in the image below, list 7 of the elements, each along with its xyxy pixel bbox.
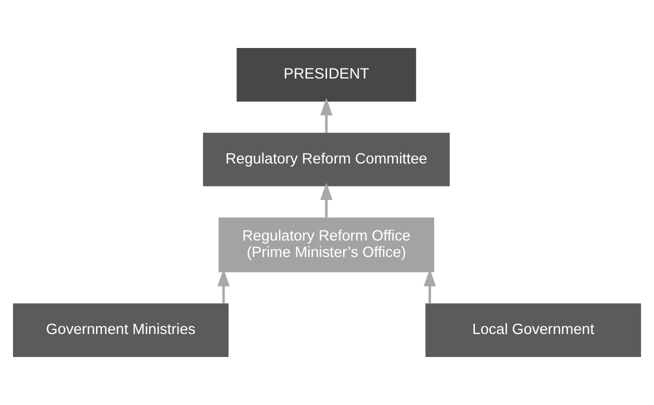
node-box: Local Government	[425, 303, 642, 358]
node-box: Government Ministries	[12, 303, 229, 358]
arrow	[320, 182, 332, 218]
arrow	[320, 98, 332, 133]
node-box: Regulatory Reform Office (Prime Minister’s Office)	[218, 217, 434, 272]
node-box: Regulatory Reform Committee	[203, 132, 450, 186]
node-box: PRESIDENT	[236, 48, 416, 102]
